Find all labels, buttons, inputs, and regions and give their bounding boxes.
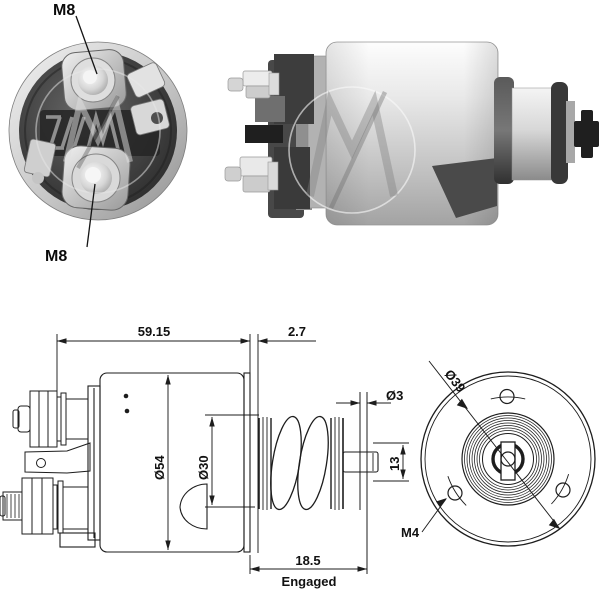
- side-terminal-lower: [224, 147, 310, 209]
- dim-plunger-diameter: [205, 414, 259, 508]
- callout-leader-bottom: [86, 183, 96, 248]
- dim-label-flange-offset: 2.7: [288, 324, 306, 339]
- dim-flange-offset: [257, 334, 316, 553]
- dim-label-plunger-diameter: Ø30: [196, 455, 211, 480]
- side-spade-tab: [245, 125, 283, 143]
- front-view-drawing: Ø39 M4: [401, 360, 596, 547]
- front-coil-rings: [464, 415, 552, 503]
- front-bolt-circle-arcs: [447, 396, 570, 506]
- drawing-lower-terminal: [0, 477, 89, 535]
- mount-hole-bottom-left: [447, 485, 463, 501]
- drawing-plunger-dome: [179, 483, 208, 530]
- front-outer-circle-inner: [424, 375, 592, 543]
- dim-label-travel: 18.5: [295, 553, 320, 568]
- terminal-callout-bottom: M8: [45, 248, 67, 265]
- zm-watermark-icon-side: [288, 86, 416, 214]
- side-view-photo: [224, 41, 599, 226]
- dim-label-travel-state: Engaged: [282, 574, 337, 589]
- front-boss-ring: [461, 412, 555, 506]
- dim-label-overall-length: 59.15: [138, 324, 171, 339]
- zm-watermark-icon: [35, 68, 161, 194]
- side-plunger-end: [494, 77, 599, 184]
- mount-hole-bottom-right: [555, 482, 571, 498]
- rear-tab-upper-right: [126, 62, 166, 98]
- dim-mount-thread: M4: [401, 498, 447, 540]
- drawing-body: [99, 372, 245, 553]
- mount-hole-top: [499, 388, 515, 405]
- drawing-upper-terminal: [12, 390, 89, 448]
- dim-travel: [249, 555, 368, 574]
- dim-overall-length: [56, 334, 251, 392]
- side-terminal-upper: [227, 54, 314, 124]
- rear-tab-hole: [151, 112, 163, 124]
- dim-label-pin-length: 13: [387, 457, 402, 471]
- drawing-pushrod: [342, 392, 379, 574]
- drawing-flange: [243, 372, 251, 553]
- drawing-spade-tab: [24, 442, 91, 474]
- plunger-cross-knob: [574, 110, 599, 158]
- front-outer-circle: [420, 371, 596, 547]
- dim-label-pin-diameter: Ø3: [386, 388, 403, 403]
- front-center-hub: [491, 441, 525, 481]
- m8-callouts: M8 M8: [45, 2, 98, 265]
- drawing-return-spring: [258, 415, 344, 511]
- dim-label-bolt-circle: Ø39: [442, 367, 469, 396]
- dim-bolt-circle: Ø39: [428, 360, 561, 530]
- terminal-callout-top: M8: [53, 2, 75, 19]
- drawing-rear-cap: [59, 385, 101, 548]
- dim-pin-length: [373, 442, 409, 482]
- rear-view-photo: [8, 41, 188, 221]
- vent-dot-2: [124, 408, 130, 414]
- vent-dot-1: [123, 393, 129, 399]
- front-inner-circle: [482, 433, 534, 485]
- side-section-drawing: 59.15 2.7 Ø54 Ø30 Ø3 13 18.5 Engaged: [0, 324, 409, 589]
- rear-terminal-bottom: [61, 145, 131, 211]
- callout-leader-top: [75, 15, 98, 75]
- rear-tab-left-hole: [32, 172, 44, 184]
- dim-label-mount-thread: M4: [401, 525, 420, 540]
- body-dark-wedge: [432, 158, 497, 218]
- dim-label-body-diameter: Ø54: [152, 455, 167, 480]
